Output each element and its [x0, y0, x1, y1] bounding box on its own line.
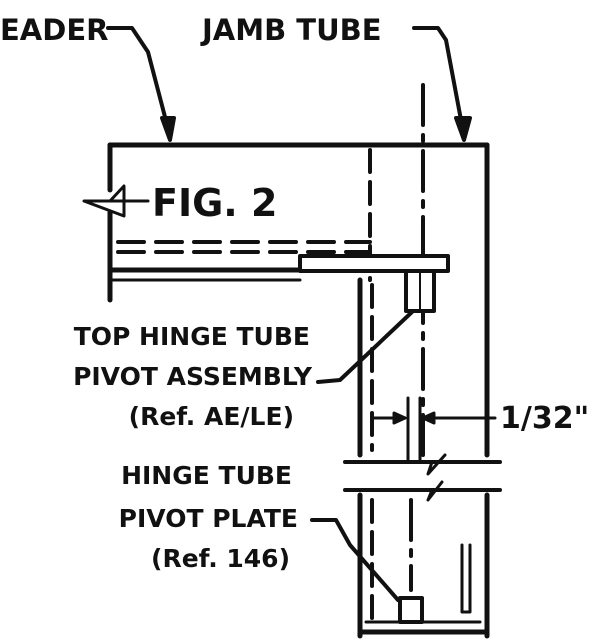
header-hidden-lines [116, 240, 372, 254]
hinge-plate-label-line2: PIVOT PLATE [119, 504, 298, 533]
leader-lines [106, 26, 472, 602]
top-hinge-pivot-assembly [298, 254, 450, 313]
top-hinge-ref: (Ref. AE/LE) [129, 402, 294, 431]
centerline [409, 83, 425, 592]
top-hinge-label-line2: PIVOT ASSEMBLY [73, 362, 313, 391]
hinge-plate-ref: (Ref. 146) [151, 544, 290, 573]
jamb-tube-label: JAMB TUBE [200, 13, 382, 47]
top-hinge-label-line1: TOP HINGE TUBE [74, 322, 310, 351]
header-label: EADER [0, 13, 108, 47]
hinge-plate-label-line1: HINGE TUBE [121, 461, 292, 490]
jamb-tube [357, 142, 490, 639]
jamb-hidden-lines [368, 148, 374, 622]
hinge-pivot-plate [398, 543, 472, 624]
figure-reference: FIG. 2 [152, 181, 277, 225]
break-lines [343, 453, 502, 502]
header-member [82, 142, 373, 303]
dimension-label: 1/32" [500, 401, 589, 436]
dimension-1-32 [370, 396, 497, 462]
